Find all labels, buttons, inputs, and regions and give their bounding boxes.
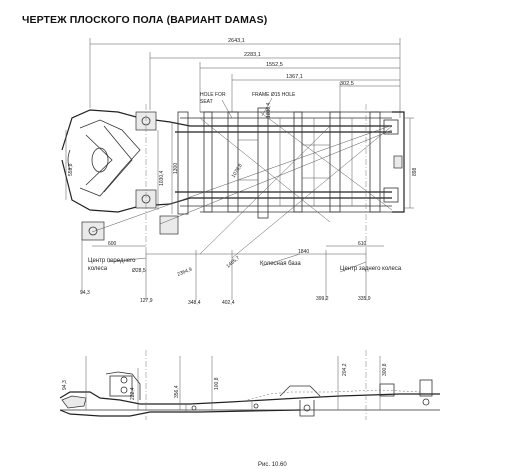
dim-399: 399,2 (316, 296, 329, 302)
dim-2364: 2364,9 (177, 266, 194, 277)
side-dim-356: 356,4 (174, 385, 180, 398)
label-hole-for: HOLE FOR (200, 92, 226, 98)
dim-610: 610 (358, 241, 367, 247)
dim-898: 898 (412, 167, 418, 176)
front-wheel-line1: Центр переднего (88, 258, 136, 264)
figure-caption: Рис. 10.60 (258, 462, 287, 468)
label-front-wheel-center: Центр переднего колеса (88, 258, 137, 272)
dim-348: 348,4 (188, 300, 201, 306)
dim-1038: 1038,4 (266, 102, 272, 118)
dim-1552: 1552,5 (266, 62, 283, 68)
label-frame-hole: FRAME Ø15 HOLE (252, 92, 296, 98)
side-dim-222: 222,4 (130, 387, 136, 400)
dim-1030: 1030,4 (159, 170, 165, 186)
dim-1367: 1367,1 (286, 74, 303, 80)
dim-94: 94,3 (80, 290, 90, 296)
dim-1078: 1078,8 (231, 163, 244, 179)
dim-127: 127,9 (140, 298, 153, 304)
label-wheelbase: Колесная база (260, 261, 301, 267)
dim-402: 402,4 (222, 300, 235, 306)
side-dim-100: 100,8 (214, 377, 220, 390)
dim-2643: 2643,1 (228, 38, 245, 44)
frame-side-view (59, 350, 440, 420)
dim-335: 335,9 (358, 296, 371, 302)
dim-559: 559,8 (68, 163, 74, 176)
front-wheel-line2: колеса (88, 266, 108, 272)
side-dim-94: 94,3 (62, 380, 68, 390)
dim-1465: 1465,7 (225, 255, 241, 270)
label-rear-wheel-center: Центр заднего колеса (340, 266, 402, 272)
side-dim-300: 300,8 (382, 363, 388, 376)
label-seat: SEAT (200, 99, 213, 105)
frame-top-view (61, 104, 414, 259)
dim-228: Ø28,5 (132, 268, 146, 274)
side-dim-204: 204,2 (342, 363, 348, 376)
top-dimension-lines (89, 38, 401, 118)
page-title: ЧЕРТЕЖ ПЛОСКОГО ПОЛА (ВАРИАНТ DAMAS) (22, 14, 268, 26)
dim-1840: 1840 (298, 249, 309, 255)
dim-302: 302,5 (340, 81, 354, 87)
lower-dimension-lines (81, 240, 384, 300)
dim-2283: 2283,1 (244, 52, 261, 58)
dim-1300: 1300 (173, 163, 179, 174)
dim-600: 600 (108, 241, 117, 247)
